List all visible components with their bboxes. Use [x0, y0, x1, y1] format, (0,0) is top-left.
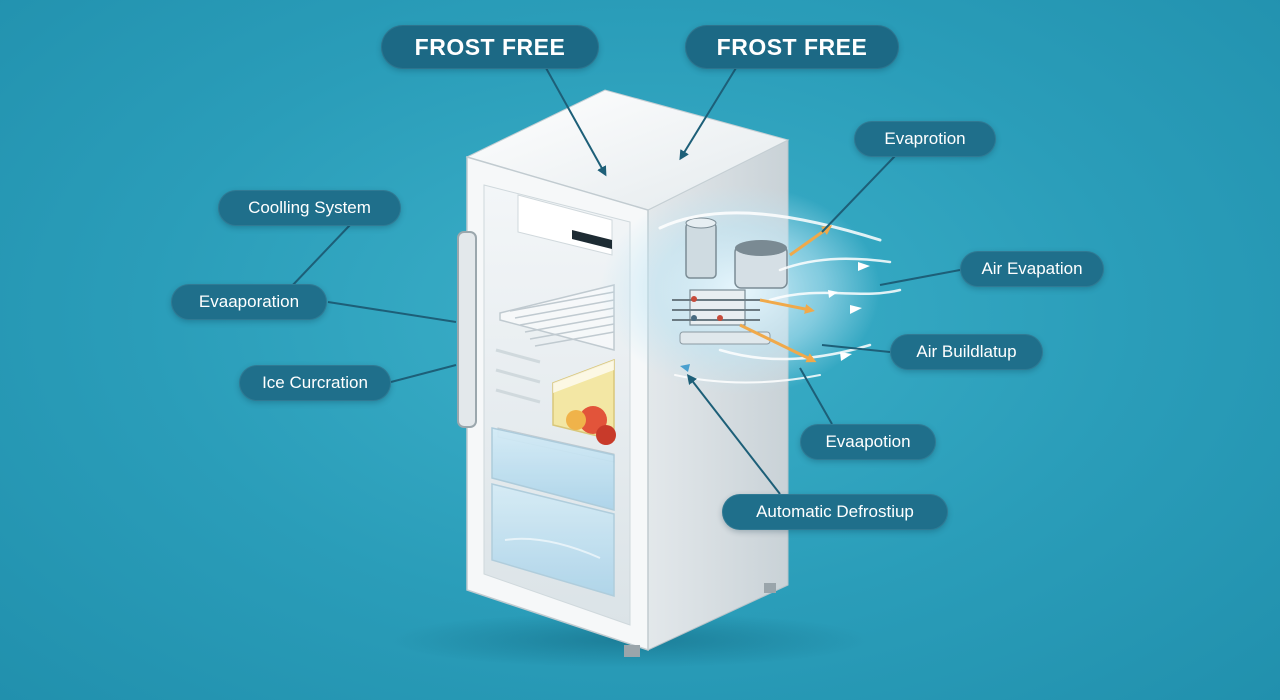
interior-ribs: [495, 348, 541, 404]
air-evapation-label: Air Evapation: [960, 251, 1104, 287]
cooling-system-label: Coolling System: [218, 190, 401, 226]
evapotion-label: Evaapotion: [800, 424, 936, 460]
air-buildlatup-label: Air Buildlatup: [890, 334, 1043, 370]
evaporator-unit: [672, 217, 788, 345]
frost-free-label-left: FROST FREE: [381, 25, 599, 69]
airflow-arrows-warm: [739, 225, 833, 363]
automatic-defrostiup-label: Automatic Defrostiup: [722, 494, 948, 530]
crisper-drawer-bottom: [491, 483, 615, 598]
frost-free-label-right: FROST FREE: [685, 25, 899, 69]
display-strip: [572, 230, 612, 249]
evaporation-label-left: Evaaporation: [171, 284, 327, 320]
food-container: [552, 358, 616, 445]
door-handle: [457, 231, 477, 428]
side-foot: [764, 583, 776, 593]
airflow-swirls: [658, 211, 902, 384]
leader-lines: [289, 67, 961, 495]
front-foot: [624, 645, 640, 657]
evaprotion-label: Evaprotion: [854, 121, 996, 157]
crisper-drawer-top: [491, 427, 615, 511]
ice-curcration-label: Ice Curcration: [239, 365, 391, 401]
wire-shelf: [499, 284, 615, 351]
airflow-arrows-blue: [680, 262, 870, 372]
